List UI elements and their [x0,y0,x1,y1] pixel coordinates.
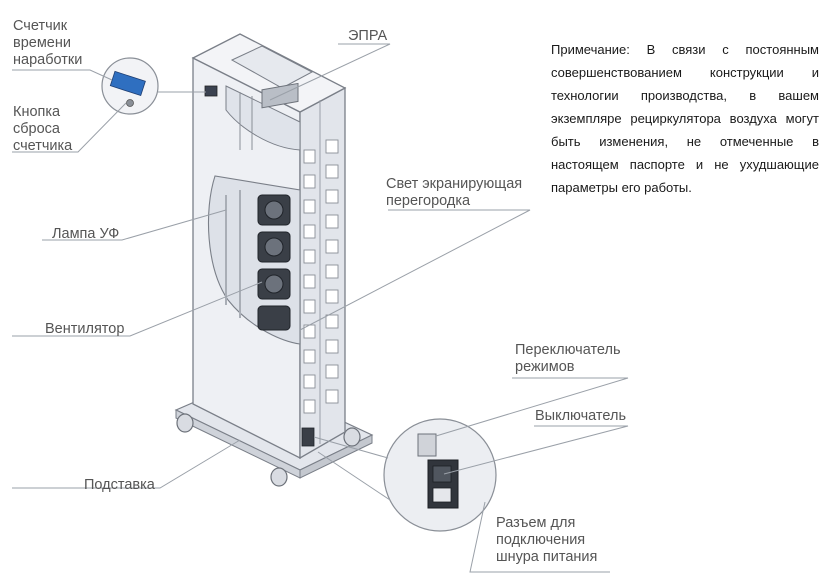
label-mode-switch: Переключатель режимов [515,342,621,375]
label-power-connector: Разъем для подключения шнура питания [496,515,598,565]
label-stand: Подставка [84,477,155,493]
label-reset-button: Кнопка сброса счетчика [13,104,73,154]
label-ballast: ЭПРА [348,28,388,44]
note-text: Примечание: В связи с постоянным соверше… [551,42,819,195]
fan-stack [257,194,291,331]
label-power-switch: Выключатель [535,408,626,424]
label-fan: Вентилятор [45,321,125,337]
counter-module [204,85,218,97]
label-uv-lamp: Лампа УФ [52,226,120,242]
counter-zoom-circle [101,57,159,115]
leader-lines [12,43,629,573]
switch-zoom-circle [383,418,497,532]
label-light-baffle: Свет экранирующая перегородка [386,176,523,209]
label-hour-counter: Счетчик времени наработки [13,18,83,68]
switch-area [301,427,315,447]
